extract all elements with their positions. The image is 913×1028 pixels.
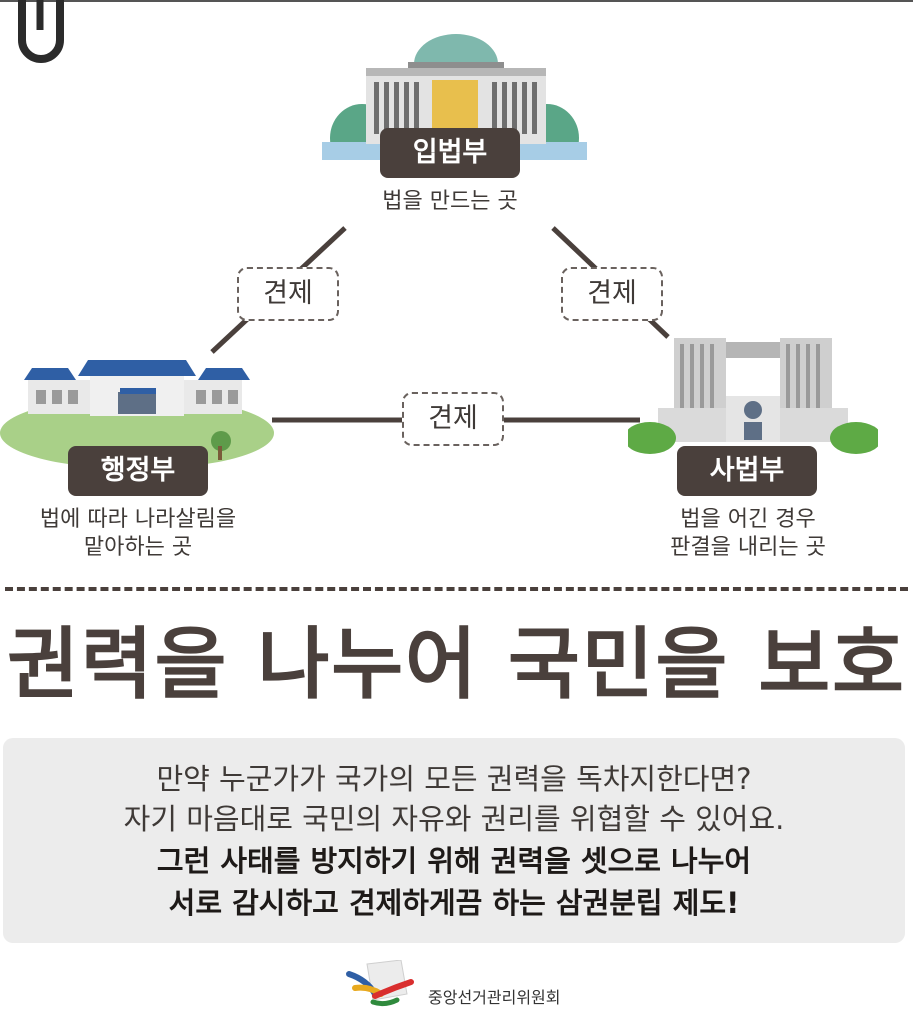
supreme-court-illustration <box>628 338 878 454</box>
info-bold-line-1: 그런 사태를 방지하기 위해 권력을 셋으로 나누어 <box>156 844 752 878</box>
executive-label: 행정부 <box>68 446 208 496</box>
info-bold-line-2: 서로 감시하고 견제하게끔 하는 삼권분립 제도! <box>168 886 740 920</box>
legislative-label: 입법부 <box>380 128 520 178</box>
check-tag-bottom: 견제 <box>402 392 504 446</box>
executive-description-line-1: 법에 따라 나라살림을 <box>39 507 237 532</box>
legislative-description: 법을 만드는 곳 <box>382 189 518 214</box>
judicial-description-line-1: 법을 어긴 경우 <box>680 507 816 532</box>
election-commission-logo <box>346 960 414 1007</box>
check-tag-right: 견제 <box>561 267 663 321</box>
headline: 권력을 나누어 국민을 보호 <box>7 620 906 710</box>
section-divider <box>5 587 908 591</box>
paper-clip-icon <box>18 0 64 63</box>
info-line-2: 자기 마음대로 국민의 자유와 권리를 위협할 수 있어요. <box>123 802 785 836</box>
judicial-label: 사법부 <box>677 446 817 496</box>
check-tag-left: 견제 <box>237 267 339 321</box>
info-panel: 만약 누군가가 국가의 모든 권력을 독차지한다면? 자기 마음대로 국민의 자… <box>3 738 905 943</box>
top-border <box>0 0 913 2</box>
judicial-description-line-2: 판결을 내리는 곳 <box>670 535 826 560</box>
executive-description-line-2: 맡아하는 곳 <box>83 535 193 560</box>
organization-name: 중앙선거관리위원회 <box>428 988 561 1007</box>
info-line-1: 만약 누군가가 국가의 모든 권력을 독차지한다면? <box>156 762 752 796</box>
